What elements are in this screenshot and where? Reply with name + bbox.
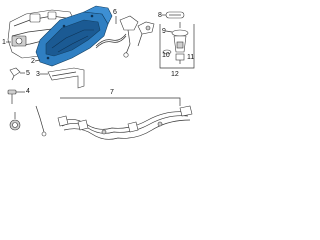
callout-2: 2 [31, 58, 35, 65]
callout-4: 4 [26, 88, 30, 95]
clip[interactable] [9, 67, 21, 81]
group-bracket-12 [159, 24, 195, 69]
grommet[interactable] [9, 112, 21, 131]
lock-ring[interactable] [162, 49, 172, 55]
callout-3: 3 [36, 71, 40, 78]
callout-9: 9 [162, 28, 166, 35]
level-sender[interactable] [175, 53, 185, 64]
vent-fitting[interactable] [35, 105, 47, 137]
fuel-line-bundle[interactable] [57, 105, 193, 140]
skid-plate-highlighted[interactable] [35, 5, 113, 67]
callout-7: 7 [110, 89, 114, 96]
fuel-pump-module[interactable] [171, 22, 189, 53]
group-bracket-7 [60, 97, 181, 106]
filler-cap[interactable] [165, 11, 185, 19]
parts-diagram: 1 2 3 4 5 6 [2, 5, 195, 140]
callout-11: 11 [187, 54, 194, 61]
bolt[interactable] [7, 89, 17, 104]
callout-5: 5 [26, 70, 30, 77]
callout-1: 1 [2, 39, 6, 46]
filler-hose-assembly[interactable] [95, 15, 155, 58]
callout-12: 12 [171, 71, 179, 78]
callout-10: 10 [162, 52, 170, 59]
tank-strap[interactable] [47, 67, 85, 89]
callout-6: 6 [113, 9, 117, 16]
callout-8: 8 [158, 12, 162, 19]
